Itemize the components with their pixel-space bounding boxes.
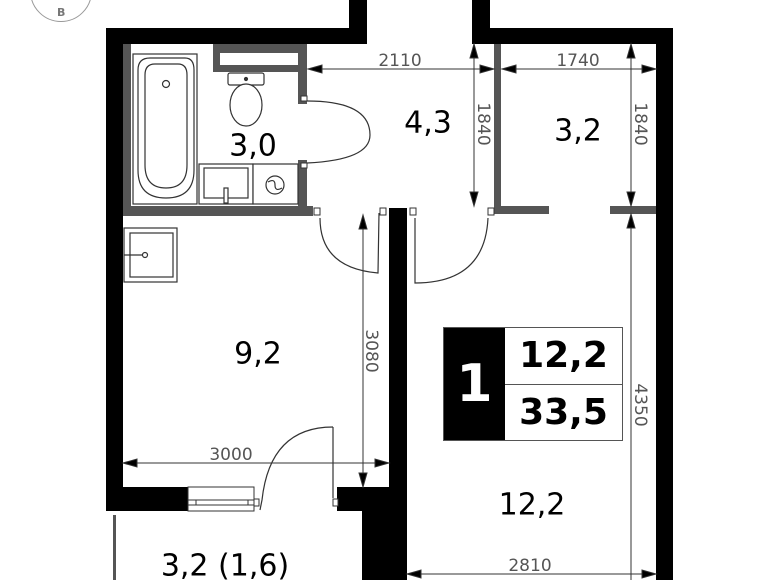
dimension-lines xyxy=(121,42,658,580)
kitchen-sink-icon xyxy=(123,227,178,283)
door-jambs xyxy=(253,95,495,507)
dim-hallway-width: 2110 xyxy=(378,51,422,71)
washing-machine-icon xyxy=(252,163,299,205)
room-area-hallway: 4,3 xyxy=(404,105,452,141)
dim-living-depth: 4350 xyxy=(630,383,650,427)
dim-storage-depth: 1840 xyxy=(630,102,650,146)
toilet-icon xyxy=(227,72,265,127)
dim-living-width: 2810 xyxy=(508,556,552,576)
sink-icon xyxy=(198,163,254,205)
area-stack: 12,2 33,5 xyxy=(505,328,622,440)
room-area-bathroom: 3,0 xyxy=(229,128,277,164)
window-icon xyxy=(187,486,255,512)
room-area-kitchen: 9,2 xyxy=(234,336,282,372)
dim-kitchen-width: 3000 xyxy=(209,445,253,465)
exterior-walls xyxy=(106,0,673,580)
partitions xyxy=(113,44,656,580)
logo-letter: B xyxy=(57,6,66,19)
dim-hallway-depth: 1840 xyxy=(473,102,493,146)
dim-kitchen-depth: 3080 xyxy=(361,329,381,373)
living-area: 12,2 xyxy=(519,335,608,377)
room-area-living-room: 12,2 xyxy=(498,487,566,523)
doors xyxy=(259,100,489,511)
bathtub-icon xyxy=(132,53,198,205)
dim-storage-width: 1740 xyxy=(556,51,600,71)
room-count: 1 xyxy=(444,328,505,440)
room-area-balcony: 3,2 (1,6) xyxy=(160,548,290,584)
room-area-storage: 3,2 xyxy=(554,113,602,149)
apartment-summary: 1 12,2 33,5 xyxy=(443,327,623,441)
total-area: 33,5 xyxy=(505,383,622,441)
